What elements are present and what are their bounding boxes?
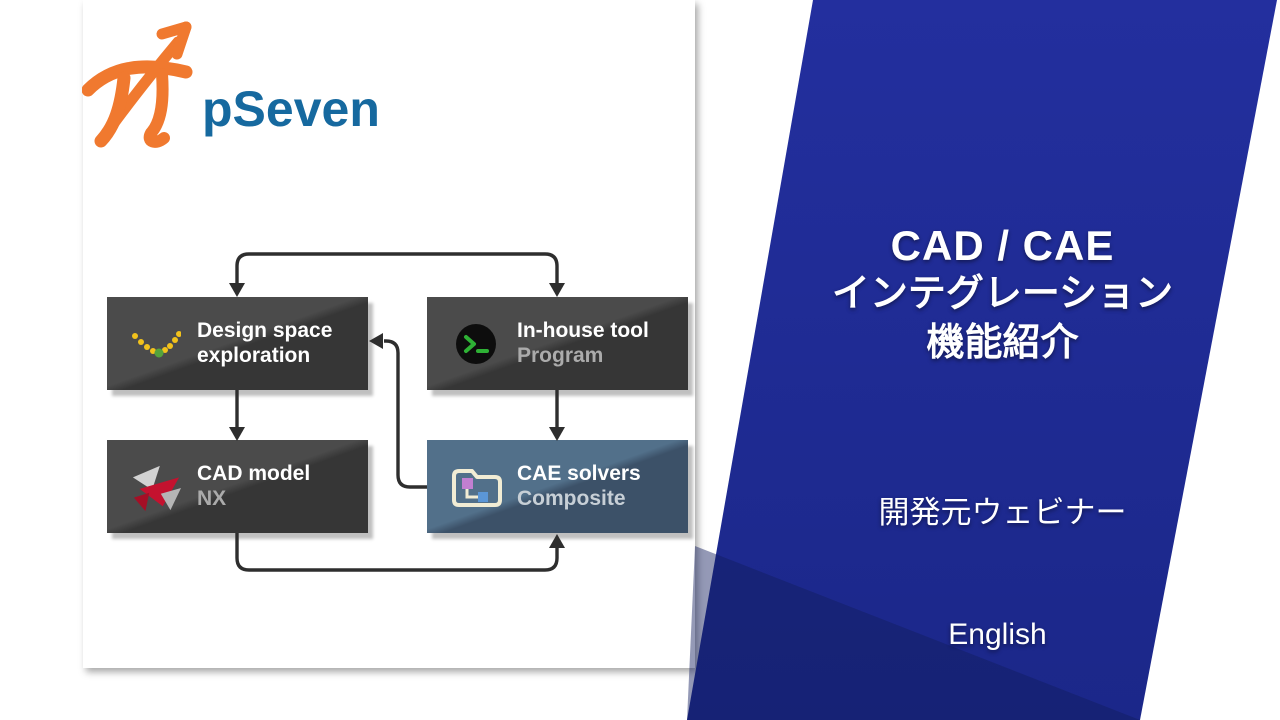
node-subtitle: Program xyxy=(517,343,604,367)
node-design-space-exploration: Design space exploration xyxy=(107,297,368,390)
scatter-curve-icon xyxy=(129,328,183,360)
pseven-logo: pSeven xyxy=(81,14,382,154)
node-title: In-house tool xyxy=(517,319,649,343)
language-label: English xyxy=(948,618,1047,651)
pi-arrow-icon xyxy=(81,21,193,148)
title-line-1: CAD / CAE xyxy=(890,222,1115,269)
node-title: CAD model xyxy=(197,462,311,486)
node-in-house-tool: In-house tool Program xyxy=(427,297,688,390)
title-line-3: 機能紹介 xyxy=(926,322,1079,364)
node-cae-solvers: CAE solvers Composite xyxy=(427,440,688,533)
webinar-title: CAD / CAE インテグレーション 機能紹介 xyxy=(810,222,1195,368)
node-subtitle: NX xyxy=(197,486,227,510)
node-title: Design space exploration xyxy=(197,319,333,367)
terminal-icon xyxy=(449,322,503,366)
node-subtitle: Composite xyxy=(517,486,626,510)
folder-workflow-icon xyxy=(449,465,503,509)
title-line-2: インテグレーション xyxy=(831,273,1174,315)
node-title: CAE solvers xyxy=(517,462,641,486)
nx-logo-icon xyxy=(129,462,183,512)
node-cad-model: CAD model NX xyxy=(107,440,368,533)
pseven-logo-text: pSeven xyxy=(202,81,380,137)
pseven-logo-graphic: pSeven xyxy=(81,21,380,148)
webinar-subtitle: 開発元ウェビナー xyxy=(878,495,1127,530)
